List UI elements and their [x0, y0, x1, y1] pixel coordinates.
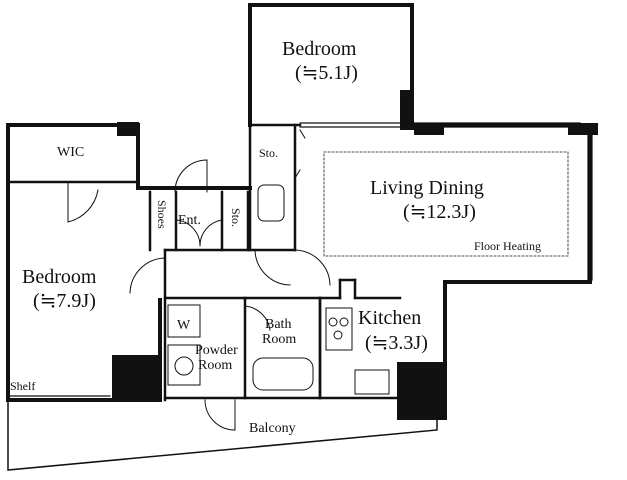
bath-room-line1: Bath: [265, 317, 292, 332]
bedroom-left-name: Bedroom: [22, 266, 97, 288]
powder-room-line1: Powder: [195, 343, 238, 358]
inner-walls: [6, 123, 447, 402]
living-dining-size: (≒12.3J): [403, 201, 476, 223]
shelf-label: Shelf: [10, 379, 36, 393]
powder-room-line2: Room: [198, 358, 233, 373]
structural-columns: [112, 90, 598, 420]
bedroom-top-name: Bedroom: [282, 38, 357, 60]
kitchen-name: Kitchen: [358, 307, 422, 329]
wic-label: WIC: [57, 145, 85, 160]
bath-room-line2: Room: [262, 332, 297, 347]
door-swings: [67, 129, 331, 431]
floor-heating-label: Floor Heating: [474, 239, 541, 253]
entrance-label: Ent.: [178, 213, 201, 228]
shoes-label: Shoes: [155, 200, 169, 229]
bedroom-left-size: (≒7.9J): [33, 290, 96, 312]
balcony-outline: [7, 401, 438, 471]
storage-top-label: Sto.: [259, 146, 279, 160]
windows: [9, 122, 593, 397]
storage-entry-label: Sto.: [229, 208, 243, 228]
floor-heating-area: [323, 151, 569, 257]
washer-label: W: [177, 318, 191, 333]
bedroom-top-size: (≒5.1J): [295, 62, 358, 84]
kitchen-size: (≒3.3J): [365, 332, 428, 354]
balcony-label: Balcony: [249, 421, 296, 436]
fixtures: [167, 184, 390, 395]
living-dining-name: Living Dining: [370, 177, 484, 199]
